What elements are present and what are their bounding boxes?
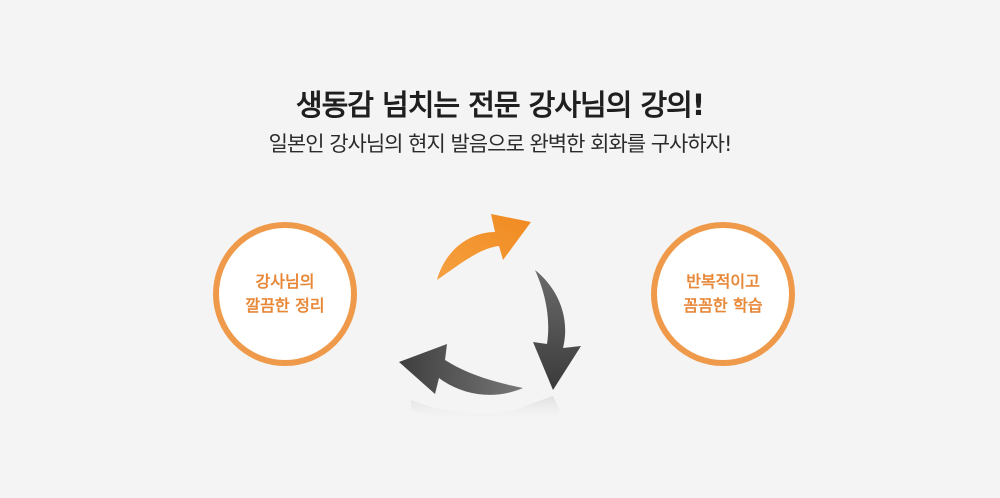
refresh-cycle-arrows-icon	[399, 214, 581, 424]
left-circle-line1: 강사님의	[255, 272, 315, 291]
orange-arrow-shape	[437, 214, 531, 280]
feature-circle-right: 반복적이고 꼼꼼한 학습	[651, 222, 795, 366]
subline: 일본인 강사님의 현지 발음으로 완벽한 회화를 구사하자!	[268, 132, 733, 156]
feature-circle-left: 강사님의 깔끔한 정리	[213, 222, 357, 366]
headline: 생동감 넘치는 전문 강사님의 강의!	[295, 88, 705, 122]
dark-arrow-bottom-shape	[399, 344, 523, 395]
dark-arrow-right-shape	[533, 270, 581, 390]
right-circle-line2: 꼼꼼한 학습	[683, 296, 763, 315]
arrow-reflection	[411, 396, 561, 424]
left-circle-line2: 깔끔한 정리	[245, 296, 325, 315]
right-circle-line1: 반복적이고	[686, 272, 760, 291]
